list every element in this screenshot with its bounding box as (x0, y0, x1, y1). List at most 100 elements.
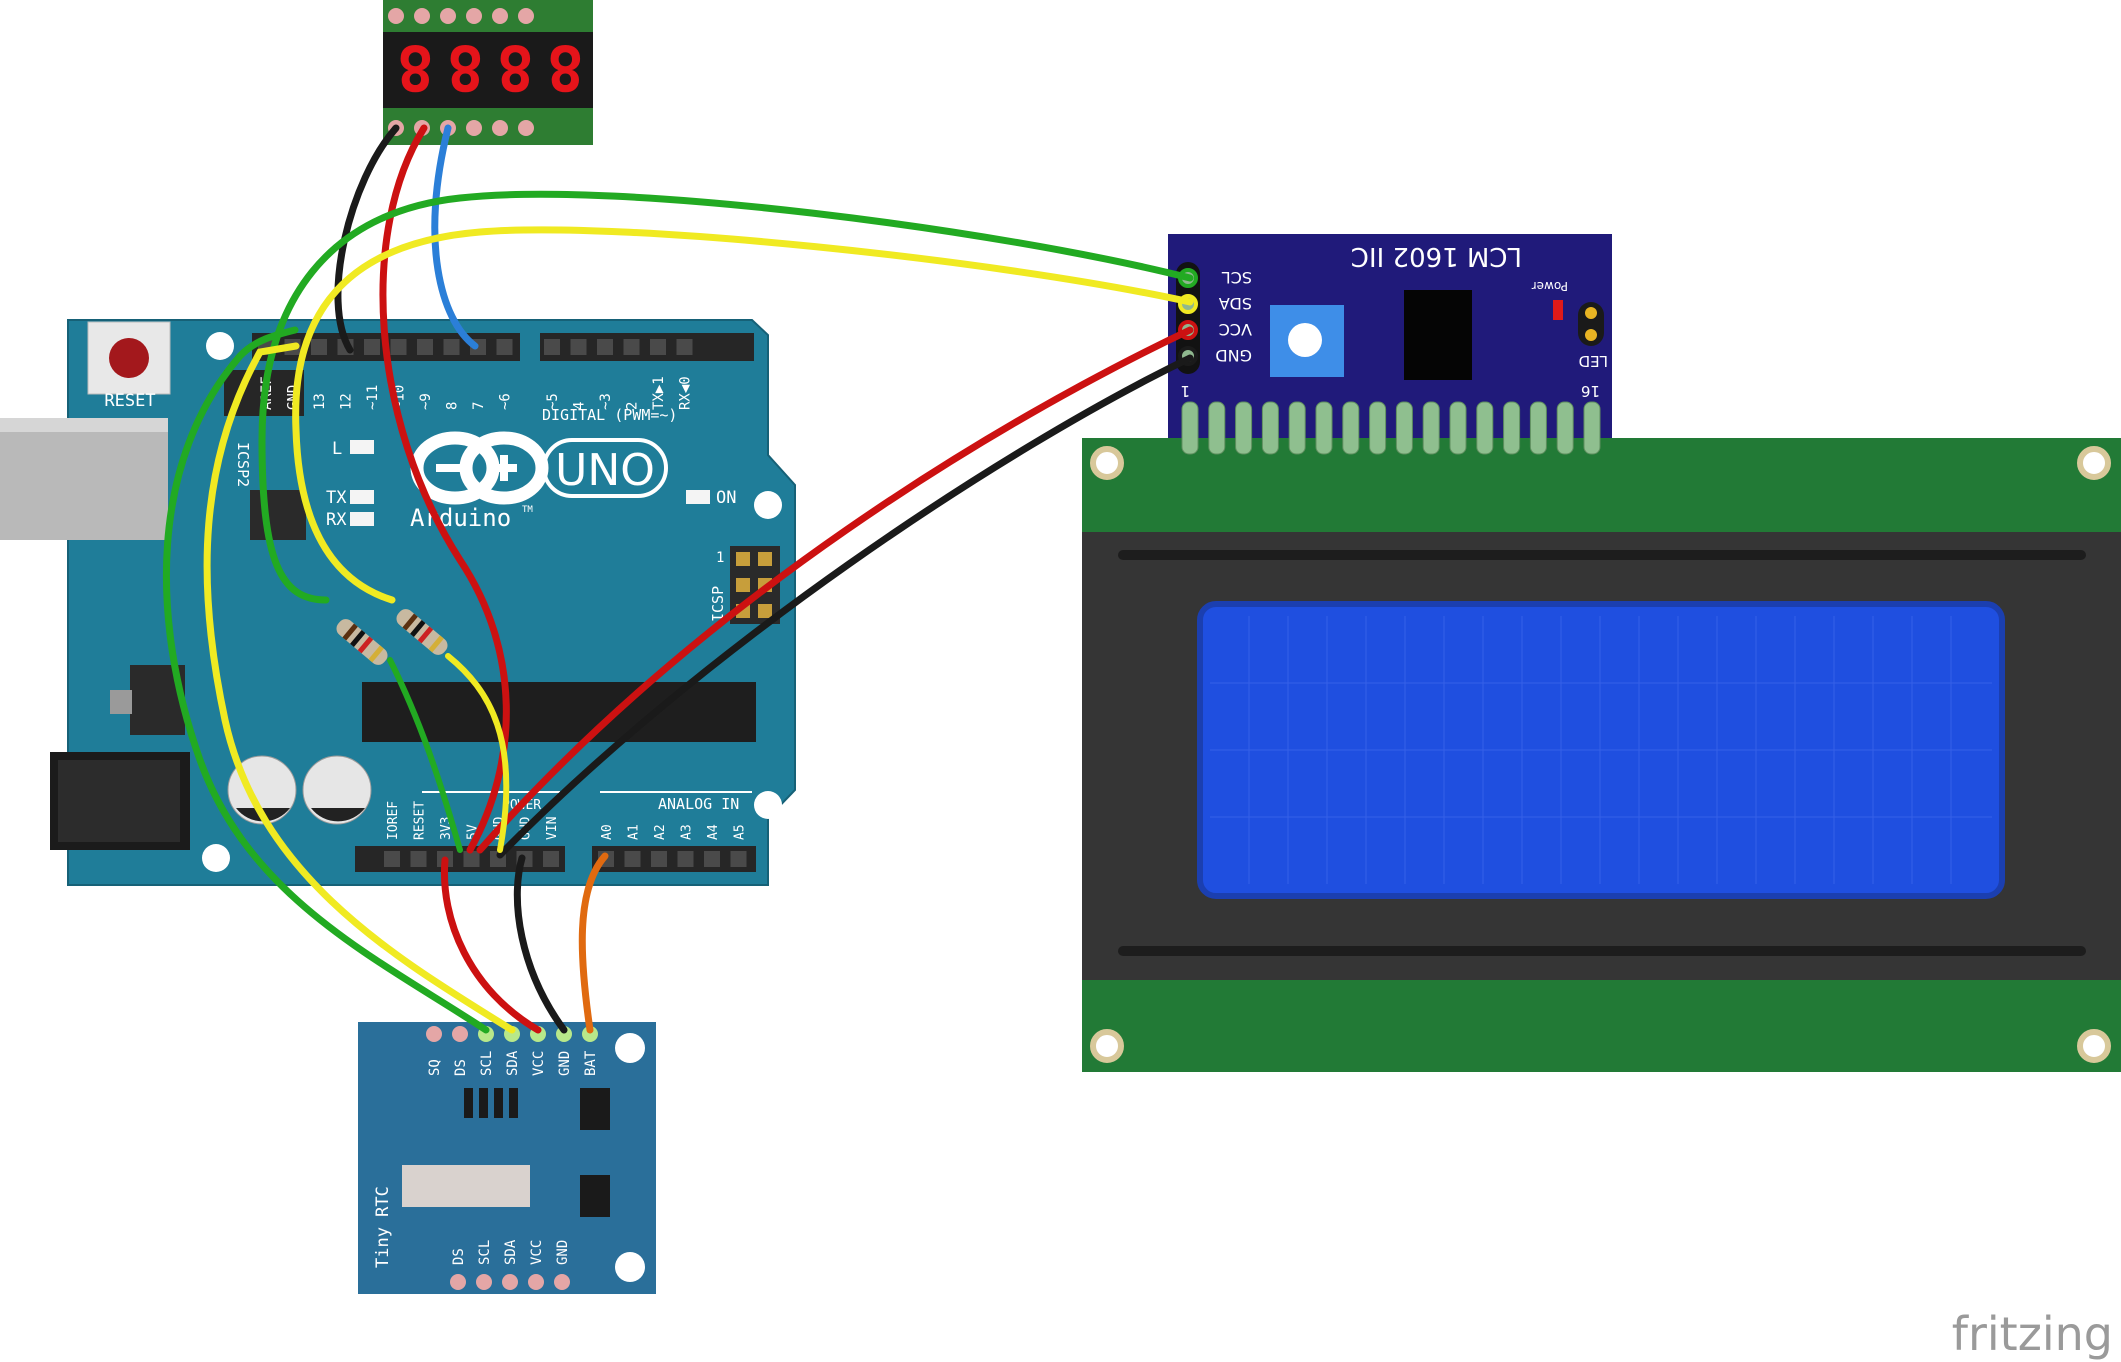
backpack-leg (1261, 401, 1279, 455)
arduino-brand: Arduino (410, 504, 511, 532)
digital-pin-label: ~11 (365, 385, 381, 410)
digital-pin-socket (597, 339, 613, 355)
analog-pin-label: A2 (653, 824, 668, 840)
mount-hole (2077, 446, 2111, 480)
led-jumper (1578, 302, 1604, 346)
mount-hole (1090, 1029, 1124, 1063)
backpack-leg (1556, 401, 1574, 455)
rtc-bottom-pin (528, 1274, 544, 1290)
digital-pin-label: 2 (625, 402, 641, 410)
analog-pin-label: A4 (706, 824, 721, 840)
digital-label: DIGITAL (PWM=~) (542, 406, 677, 424)
digital-pin-socket (364, 339, 380, 355)
backpack-leg (1503, 401, 1521, 455)
power-pin-socket (410, 851, 427, 867)
backpack-title: LCM 1602 IIC (1351, 241, 1522, 271)
seven-segment-pad (492, 120, 508, 136)
capacitor-2 (302, 755, 372, 825)
backpack-leg (1583, 401, 1601, 455)
seven-segment-pad (466, 8, 482, 24)
backpack-leg (1476, 401, 1494, 455)
led-rx (350, 512, 374, 526)
reset-button-cap (109, 338, 149, 378)
backpack-chip (1404, 290, 1472, 380)
seven-segment-pad (414, 8, 430, 24)
power-pin-label: IOREF (386, 801, 401, 840)
backpack-pin16-label: 16 (1581, 382, 1600, 400)
backpack-pin-label: SDA (1219, 294, 1252, 313)
led-l (350, 440, 374, 454)
digital-pin-label: ~5 (545, 393, 561, 410)
mount-hole (754, 491, 782, 519)
backpack-pin-label: SCL (1222, 268, 1252, 287)
seven-segment-digit: 8 (397, 31, 434, 104)
icsp2-label: ICSP2 (234, 442, 252, 487)
backpack-power-label: Power (1532, 279, 1568, 293)
seven-segment-pad (440, 8, 456, 24)
digital-pin-socket (544, 339, 560, 355)
seven-segment-pad (388, 8, 404, 24)
digital-pin-socket (417, 339, 433, 355)
mount-hole (1090, 446, 1124, 480)
backpack-leg (1449, 401, 1467, 455)
power-pin-socket (384, 851, 400, 867)
rtc-bottom-pin (450, 1274, 466, 1290)
rtc-top-pin (452, 1026, 468, 1042)
wire-yellow-resistor-lead (445, 653, 510, 853)
led-on (686, 490, 710, 504)
backpack-pin-header (1176, 262, 1200, 374)
rtc-top-pin-label: SQ (427, 1059, 443, 1076)
backpack-leg (1395, 401, 1413, 455)
analog-pin-socket (704, 851, 720, 867)
wire-orange-rtc-bat (578, 852, 609, 1034)
power-led (1553, 300, 1563, 320)
rtc-pcb (358, 1022, 656, 1294)
wire-blue-7seg-d9 (431, 124, 479, 350)
usb-connector (0, 418, 168, 540)
digital-pin-label: TX▶1 (651, 376, 667, 410)
digital-pin-socket (570, 339, 587, 355)
digital-pin-socket (623, 339, 640, 355)
analog-pin-socket (677, 851, 694, 867)
rtc-chip (580, 1088, 610, 1130)
mount-hole (206, 332, 234, 360)
digital-pin-label: ~3 (598, 393, 614, 410)
analog-in-label: ANALOG IN (658, 795, 739, 813)
rtc-crystal (402, 1165, 530, 1207)
digital-pin-socket (390, 339, 407, 355)
reset-label: RESET (104, 391, 155, 411)
rtc-top-pin-label: SCL (479, 1051, 495, 1076)
rtc-bottom-pin-label: SDA (503, 1239, 519, 1265)
resistor-1 (336, 619, 388, 665)
wire-green-rtc-scl (162, 326, 490, 1034)
resistor-2 (396, 609, 448, 655)
backpack-leg (1235, 401, 1253, 455)
power-pin-socket (543, 851, 559, 867)
power-pin-socket (463, 851, 480, 867)
rtc-top-pin-label: DS (453, 1059, 469, 1076)
seven-segment-pad (492, 8, 508, 24)
digital-pin-socket (676, 339, 693, 355)
mount-hole (2077, 1029, 2111, 1063)
rtc-bottom-pin (476, 1274, 492, 1290)
digital-pin-label: 7 (471, 402, 487, 410)
lcd-module (1082, 438, 2121, 1072)
seven-segment-digit: 8 (447, 31, 484, 104)
wire-green-resistor-lead (387, 657, 463, 853)
analog-header (592, 846, 756, 872)
backpack-led-label: LED (1579, 352, 1608, 370)
backpack-leg (1529, 401, 1547, 455)
rtc-bottom-pin (502, 1274, 518, 1290)
rtc-top-pin-label: GND (557, 1051, 573, 1076)
rtc-top-pin (426, 1026, 442, 1042)
rtc-top-pin-label: VCC (531, 1051, 547, 1076)
backpack-pin-label: VCC (1219, 320, 1252, 339)
seven-segment-digit: 8 (547, 31, 584, 104)
backpack-leg (1181, 401, 1199, 455)
wire-black-rtc-gnd (513, 854, 568, 1034)
analog-pin-label: A0 (600, 824, 615, 840)
uno-label: UNO (555, 445, 655, 496)
digital-pin-label: RX◀0 (678, 376, 694, 410)
